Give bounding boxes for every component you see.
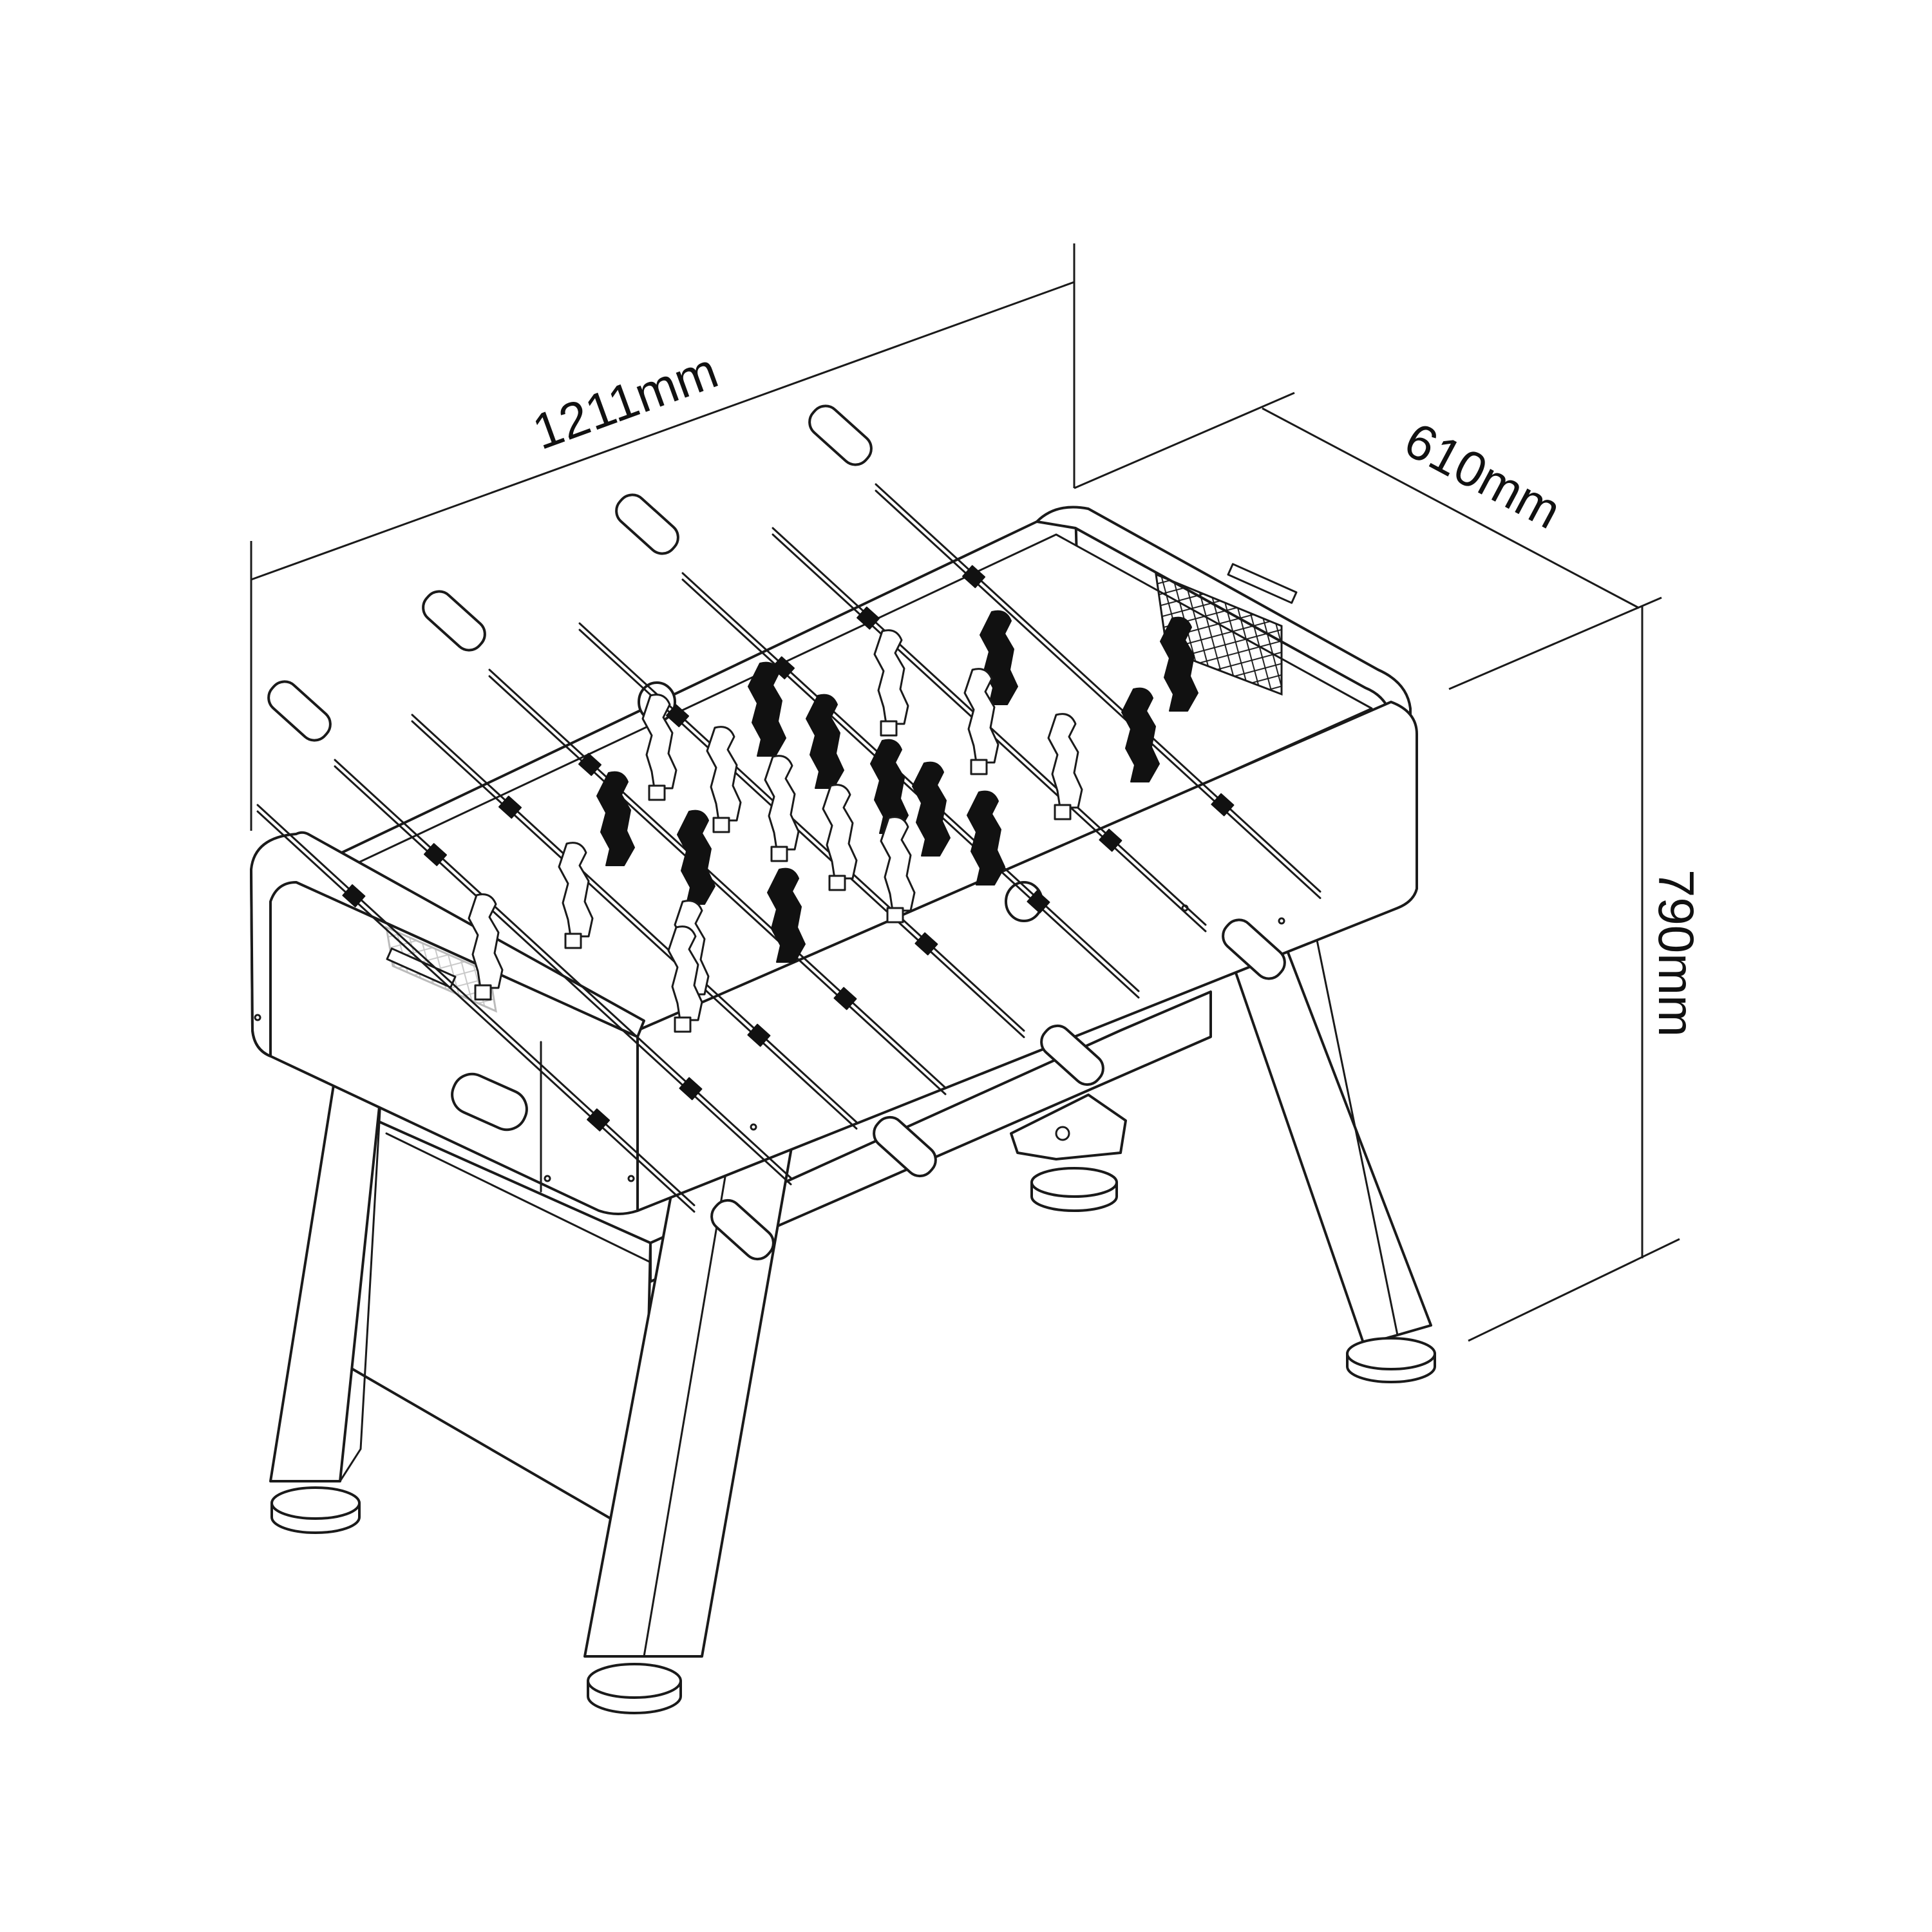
light-team-player-foot — [970, 759, 988, 775]
front-right-foot — [587, 1663, 682, 1699]
rod — [875, 483, 1321, 893]
rod-bumper — [342, 884, 366, 907]
rod — [488, 668, 947, 1089]
width-label: 610mm — [1396, 411, 1570, 540]
dark-team-player — [677, 810, 715, 905]
rod — [681, 572, 1140, 992]
light-team-player-foot — [674, 1016, 692, 1033]
front-side-panel — [636, 701, 1418, 1212]
dark-team-player — [870, 739, 909, 834]
height-extension-bottom — [1468, 1238, 1680, 1342]
dark-team-player — [806, 694, 844, 789]
light-team-player — [641, 694, 677, 790]
rod-bumper — [857, 606, 880, 630]
light-team-player — [468, 893, 504, 989]
dimension-lines — [250, 243, 1680, 1342]
rod-handle — [710, 1198, 775, 1261]
length-label: 1211mm — [526, 341, 725, 460]
light-team-player — [667, 925, 703, 1021]
light-team-player — [880, 816, 916, 912]
light-team-player — [558, 842, 594, 938]
light-team-player-foot — [886, 907, 904, 923]
light-team-player-foot — [770, 846, 788, 862]
rod-bumper — [962, 565, 986, 589]
light-team-player-foot — [1054, 804, 1072, 820]
rod — [256, 804, 696, 1206]
rod-handle — [422, 590, 486, 652]
height-label: 790mm — [1648, 869, 1705, 1037]
dark-team-player — [1121, 687, 1160, 782]
rod-handle — [615, 493, 679, 555]
light-team-player — [822, 784, 858, 880]
dark-team-player — [967, 790, 1005, 886]
light-team-player — [963, 668, 999, 764]
rod-bumper — [1027, 890, 1050, 914]
far-score-counter — [1227, 563, 1298, 604]
rod — [411, 714, 858, 1123]
rod-bumper — [578, 753, 602, 776]
front-left-foot — [270, 1486, 361, 1520]
rod-handle — [267, 680, 332, 742]
rod-bumper — [747, 1023, 771, 1047]
players — [468, 610, 1198, 1033]
back-right-leg — [1226, 926, 1432, 1346]
light-team-player-foot — [712, 817, 730, 833]
light-team-player — [1047, 713, 1083, 809]
center-support-bracket — [1010, 1094, 1127, 1160]
rod-edge — [334, 765, 792, 1186]
light-team-player-foot — [474, 984, 492, 1001]
far-goal-net — [1155, 573, 1283, 696]
rod-edge — [681, 578, 1140, 999]
rod — [334, 759, 792, 1179]
width-extension-top — [1074, 392, 1295, 489]
rod — [578, 622, 1025, 1032]
rod-bumper — [1211, 793, 1235, 817]
rod-bumper — [914, 932, 938, 956]
dark-team-player — [748, 661, 786, 757]
rod-bumper — [666, 704, 690, 728]
width-extension-right — [1448, 596, 1662, 690]
rod-bumper — [423, 843, 448, 866]
rod-handle — [1040, 1024, 1104, 1086]
light-team-player — [764, 755, 800, 851]
width-dimension-line — [1262, 407, 1640, 609]
rod-edge — [256, 810, 696, 1213]
length-dimension-line — [251, 281, 1075, 581]
rod-edge — [488, 675, 947, 1095]
end-panel-handle-slot — [451, 1072, 528, 1132]
rod-bumper — [1099, 828, 1122, 852]
rod-bumper — [833, 987, 857, 1010]
light-team-player — [873, 629, 909, 725]
rod-edge — [411, 720, 858, 1130]
rod-bumper — [498, 795, 522, 819]
dark-team-player — [1160, 616, 1198, 712]
light-team-player-foot — [880, 720, 898, 737]
dark-team-player — [596, 771, 635, 866]
back-right-foot — [1346, 1337, 1436, 1370]
light-team-player — [706, 726, 742, 822]
dark-team-player — [767, 867, 806, 963]
light-team-player-foot — [648, 784, 666, 801]
rod-bumper — [587, 1108, 611, 1132]
light-team-player-foot — [828, 875, 846, 891]
far-end-panel — [1036, 506, 1412, 877]
rod-bumper — [679, 1077, 703, 1101]
dark-team-player — [912, 761, 951, 857]
rod-handle — [873, 1115, 937, 1178]
rod-edge — [875, 489, 1321, 899]
rod-handle — [1222, 918, 1286, 980]
rod-handle — [808, 404, 873, 466]
center-support-foot — [1030, 1167, 1118, 1198]
light-team-player-foot — [564, 933, 582, 949]
